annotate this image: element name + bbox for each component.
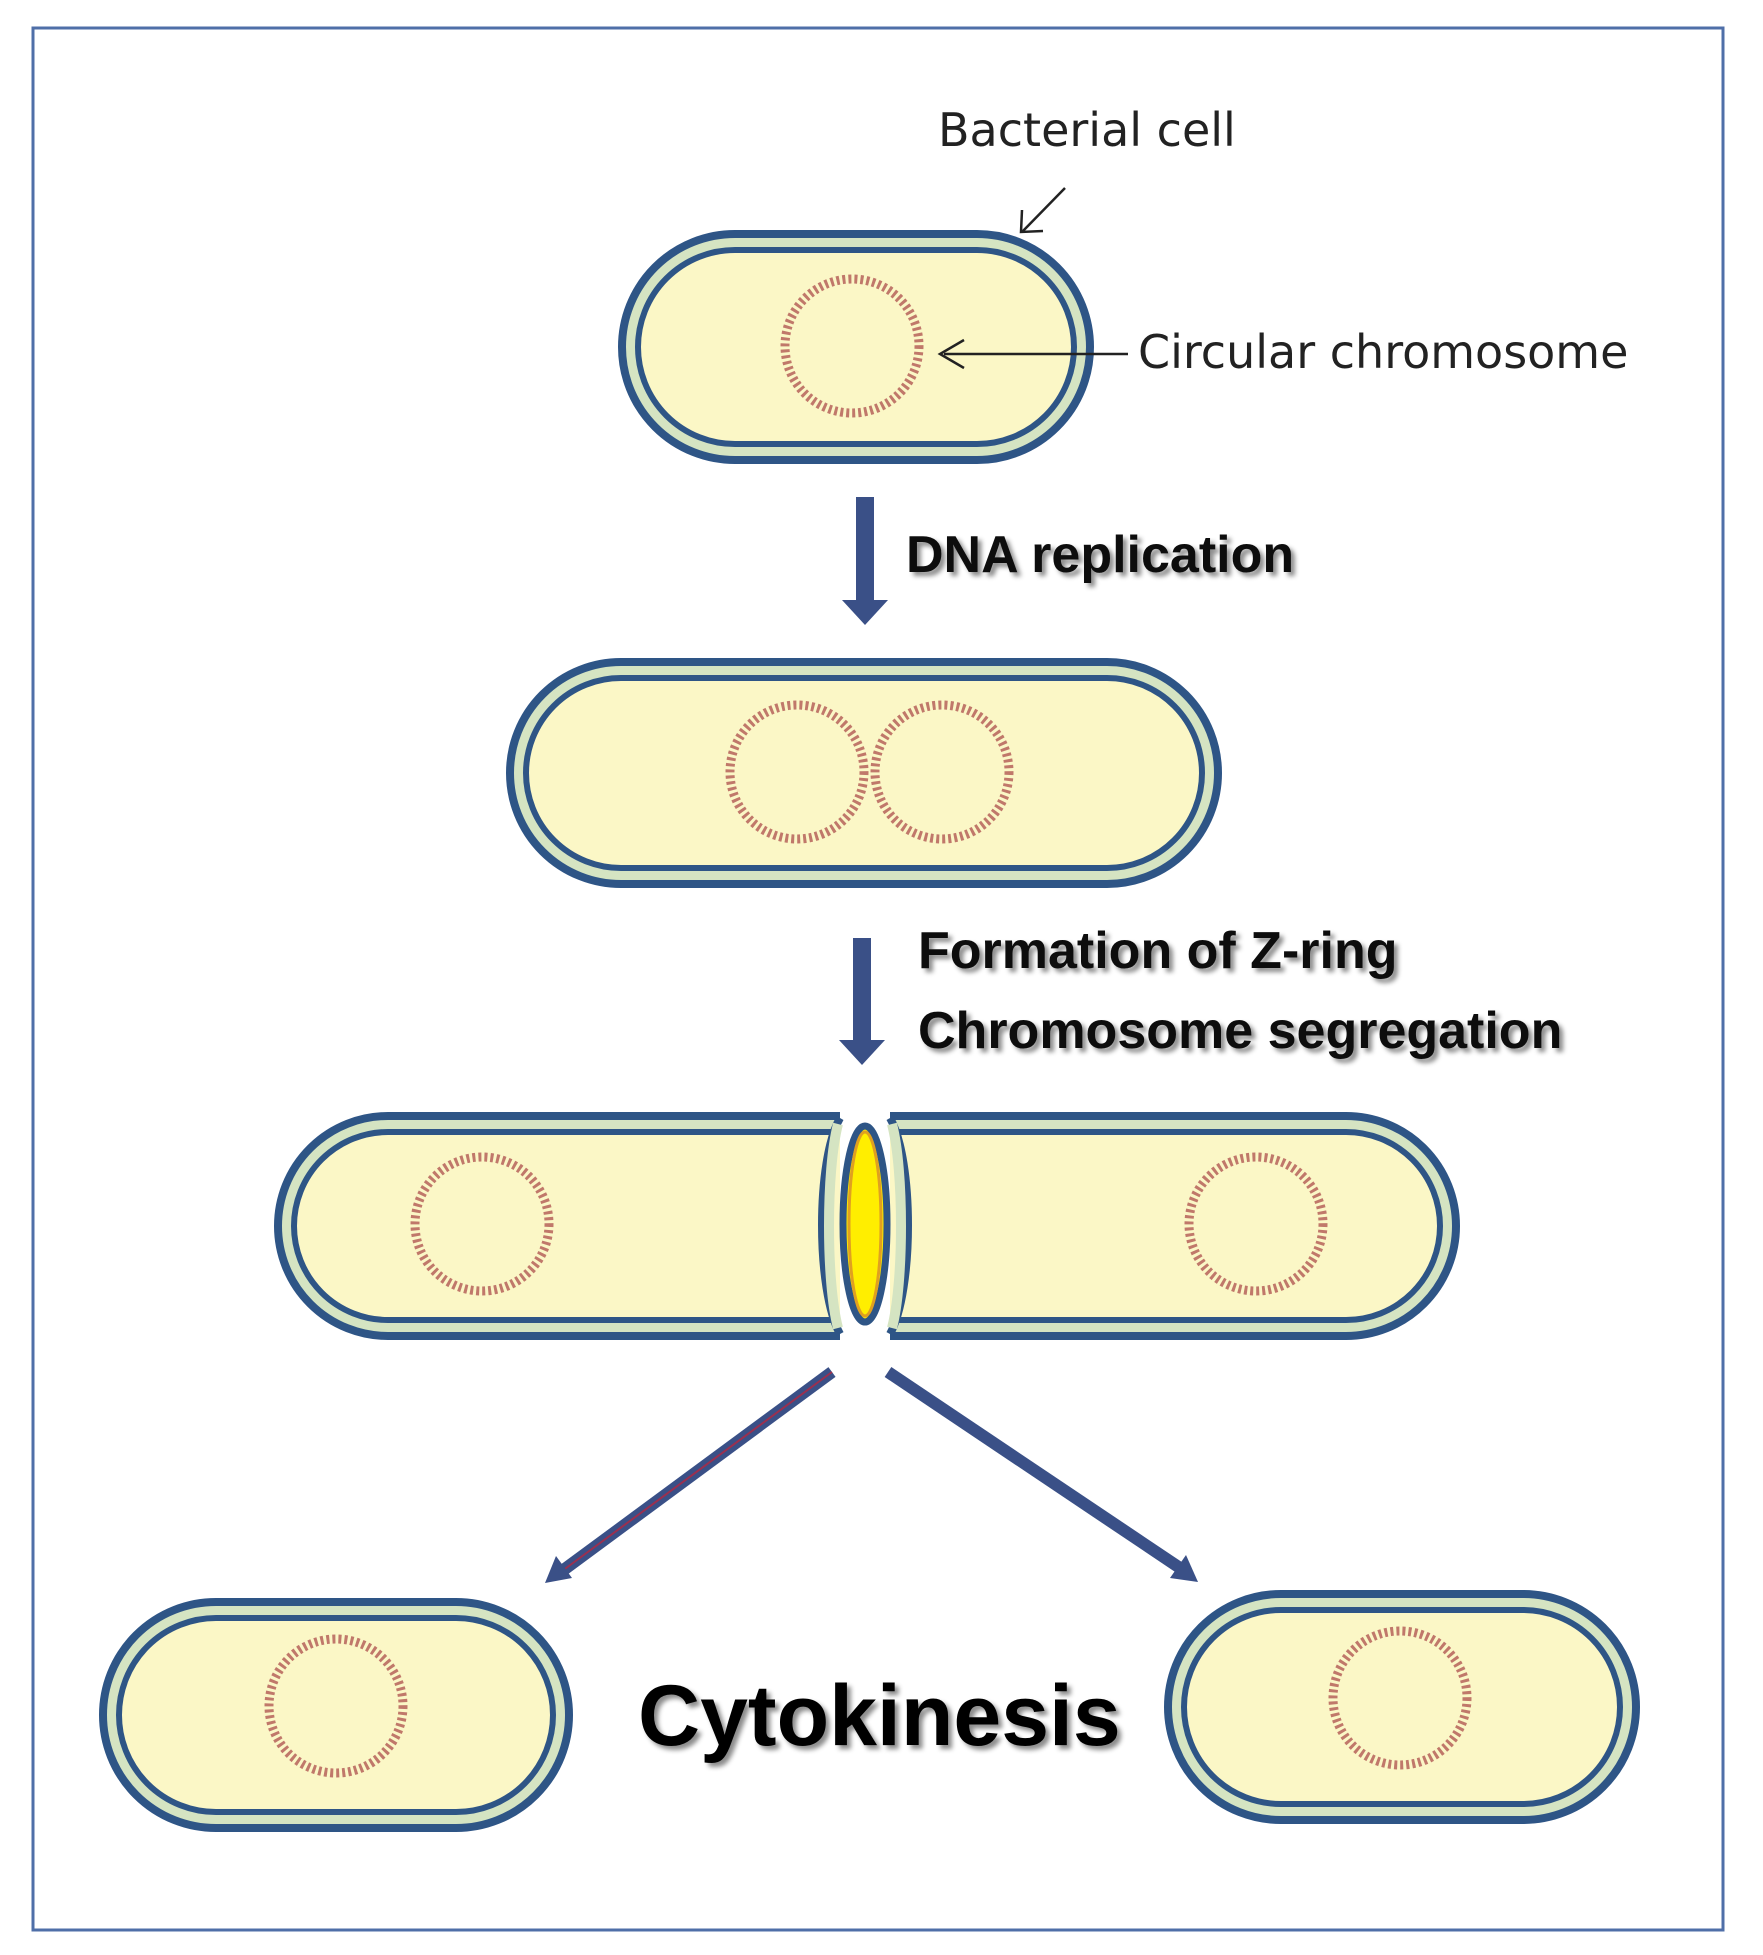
- arrow-z-ring-segregation: [839, 938, 885, 1065]
- chromosome-4b: [1328, 1626, 1472, 1770]
- arrow-to-right-daughter: [884, 1367, 1198, 1582]
- chromosome-3a: [410, 1152, 554, 1296]
- chromosome-segregation-label: Chromosome segregation: [918, 1002, 1562, 1060]
- dividing-cell: [274, 1112, 1460, 1340]
- formation-z-ring-label: Formation of Z-ring: [918, 922, 1397, 980]
- bacterial-cell-2: [506, 658, 1222, 888]
- chromosome-2a: [725, 700, 869, 844]
- arrow-to-left-daughter: [545, 1367, 836, 1583]
- z-ring: [839, 1122, 891, 1326]
- circular-chromosome-label: Circular chromosome: [1138, 325, 1628, 379]
- cytokinesis-label: Cytokinesis: [638, 1668, 1121, 1764]
- bacterial-cell-1: [618, 230, 1094, 464]
- arrow-dna-replication: [842, 497, 888, 625]
- chromosome-2b: [870, 700, 1014, 844]
- dna-replication-label: DNA replication: [906, 526, 1294, 584]
- daughter-cell-left: [99, 1598, 573, 1832]
- bacterial-cell-label: Bacterial cell: [938, 103, 1236, 157]
- chromosome-1: [780, 274, 924, 418]
- bacterial-cell-pointer: [1019, 187, 1066, 234]
- circular-chromosome-pointer: [937, 338, 1128, 370]
- chromosome-4a: [264, 1634, 408, 1778]
- chromosome-3b: [1184, 1152, 1328, 1296]
- daughter-cell-right: [1164, 1590, 1640, 1824]
